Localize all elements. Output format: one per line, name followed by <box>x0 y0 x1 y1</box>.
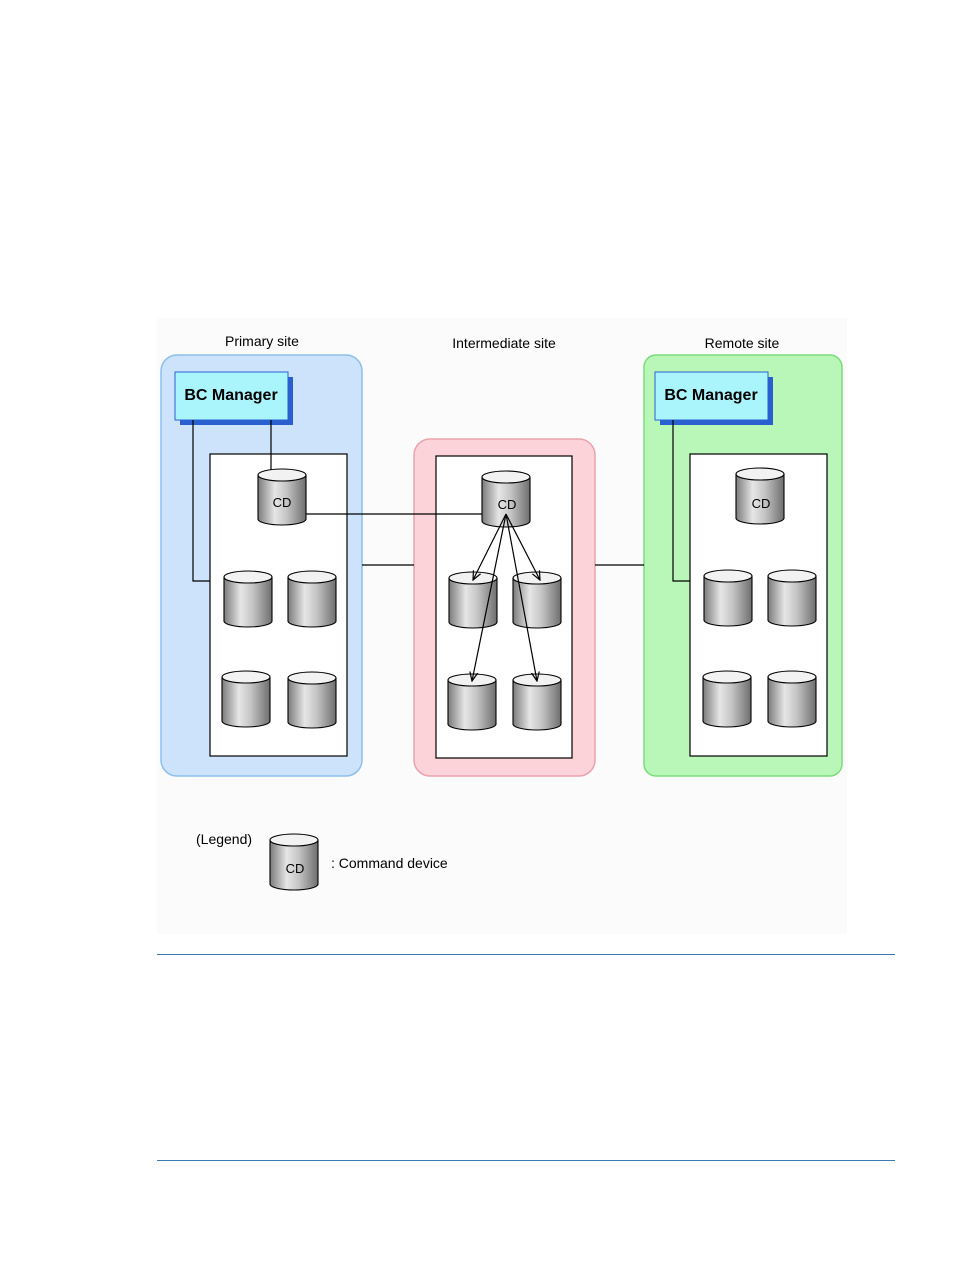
cylinder-body <box>768 576 816 626</box>
volume <box>224 571 272 627</box>
primary-site-label: Primary site <box>225 333 299 349</box>
cylinder-body <box>288 678 336 728</box>
primary-command-device: CD <box>258 469 306 525</box>
cylinder-body <box>449 578 497 628</box>
legend-command-device: CD <box>270 834 318 890</box>
cylinder-body <box>768 677 816 727</box>
remote-site-label: Remote site <box>705 335 780 351</box>
volume <box>768 570 816 626</box>
remote-bc-manager-label: BC Manager <box>664 387 757 404</box>
volume <box>704 570 752 626</box>
cylinder-body <box>513 578 561 628</box>
primary-bc-manager-label: BC Manager <box>184 387 277 404</box>
section-rule-bottom <box>157 1160 895 1161</box>
remote-bc-manager: BC Manager <box>655 372 773 425</box>
cylinder-top <box>704 570 752 582</box>
primary-bc-manager: BC Manager <box>175 372 293 425</box>
volume <box>703 671 751 727</box>
cylinder-top <box>768 570 816 582</box>
volume <box>513 572 561 628</box>
volume <box>448 674 496 730</box>
intermediate-cd-label: CD <box>498 497 517 512</box>
volume <box>288 672 336 728</box>
cylinder-top <box>222 671 270 683</box>
cylinder-body <box>288 577 336 627</box>
volume <box>288 571 336 627</box>
cylinder-body <box>224 577 272 627</box>
cylinder-top <box>224 571 272 583</box>
cylinder-body <box>703 677 751 727</box>
intermediate-command-device: CD <box>482 471 530 527</box>
cylinder-top <box>703 671 751 683</box>
cylinder-top <box>768 671 816 683</box>
volume <box>449 572 497 628</box>
primary-cd-label: CD <box>273 495 292 510</box>
volume <box>768 671 816 727</box>
cylinder-top <box>449 572 497 584</box>
intermediate-site-label: Intermediate site <box>452 335 556 351</box>
cylinder-top <box>482 471 530 483</box>
legend-label: (Legend) <box>196 831 252 847</box>
cylinder-top <box>270 834 318 846</box>
cylinder-top <box>736 468 784 480</box>
section-rule-top <box>157 954 895 955</box>
volume <box>222 671 270 727</box>
legend-description: : Command device <box>331 855 448 871</box>
remote-command-device: CD <box>736 468 784 524</box>
cylinder-top <box>288 672 336 684</box>
cylinder-top <box>258 469 306 481</box>
cylinder-body <box>704 576 752 626</box>
volume <box>513 674 561 730</box>
remote-cd-label: CD <box>752 496 771 511</box>
cylinder-body <box>222 677 270 727</box>
cylinder-body <box>448 680 496 730</box>
cylinder-top <box>288 571 336 583</box>
cylinder-body <box>513 680 561 730</box>
legend-cd-label: CD <box>286 861 305 876</box>
